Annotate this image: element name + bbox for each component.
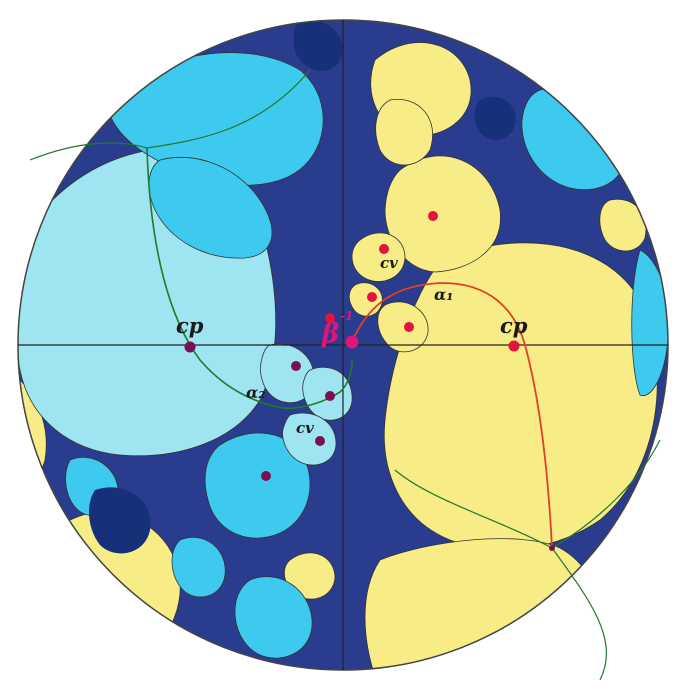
yellow-small-lobe-b <box>377 301 429 353</box>
cyan-lobe-bottom-mid <box>171 537 226 598</box>
yellow-lobe-right <box>383 242 658 551</box>
navy-blotch-upper <box>293 20 343 71</box>
cp-right-point <box>508 340 520 352</box>
navy-blotch-right <box>474 96 516 141</box>
alpha-upper-label: α₁ <box>434 285 453 304</box>
cp-right-label: cp <box>500 313 528 338</box>
cyan-lobe-lower-mid <box>282 412 337 466</box>
red-point-mid <box>367 292 377 302</box>
cyan-lobe-bottom <box>234 576 313 659</box>
green-curve-boundary <box>29 69 311 161</box>
dark-point-cv <box>315 436 325 446</box>
cyan-lobe-center-left <box>260 343 315 404</box>
yellow-lobe-lower-right <box>364 538 605 670</box>
dark-point-lower <box>261 471 271 481</box>
beta-label: β <box>321 319 339 349</box>
cv-upper-label: cv <box>380 254 398 272</box>
alpha-lower-label: α₂ <box>246 383 265 402</box>
cp-left-point <box>184 341 196 353</box>
red-point-right-small <box>404 322 414 332</box>
beta-exponent-label: -1 <box>340 309 353 323</box>
dark-point-a <box>291 361 301 371</box>
green-curve-lower <box>282 359 353 410</box>
yellow-lobe-top-2 <box>375 98 433 166</box>
red-point-cv <box>379 244 389 254</box>
red-curve <box>351 282 553 549</box>
navy-blotch-lower-left <box>88 487 151 554</box>
dark-point-b <box>325 391 335 401</box>
red-point-upper <box>428 211 438 221</box>
yellow-lobe-upper <box>384 155 501 273</box>
yellow-small-lobe-a <box>351 232 406 282</box>
fatou-components <box>18 20 668 670</box>
yellow-small-lobe-d <box>284 552 336 600</box>
green-curve-upper-left <box>146 147 284 409</box>
green-curve-right <box>394 439 661 681</box>
cv-lower-label: cv <box>296 419 314 437</box>
beta-point <box>345 335 359 349</box>
cyan-lobe-lower-center <box>204 432 311 539</box>
cyan-lobe-upper-center <box>148 157 273 259</box>
red-point-left-small <box>325 313 335 323</box>
junction-point <box>549 545 555 551</box>
cp-left-label: cp <box>176 313 204 338</box>
